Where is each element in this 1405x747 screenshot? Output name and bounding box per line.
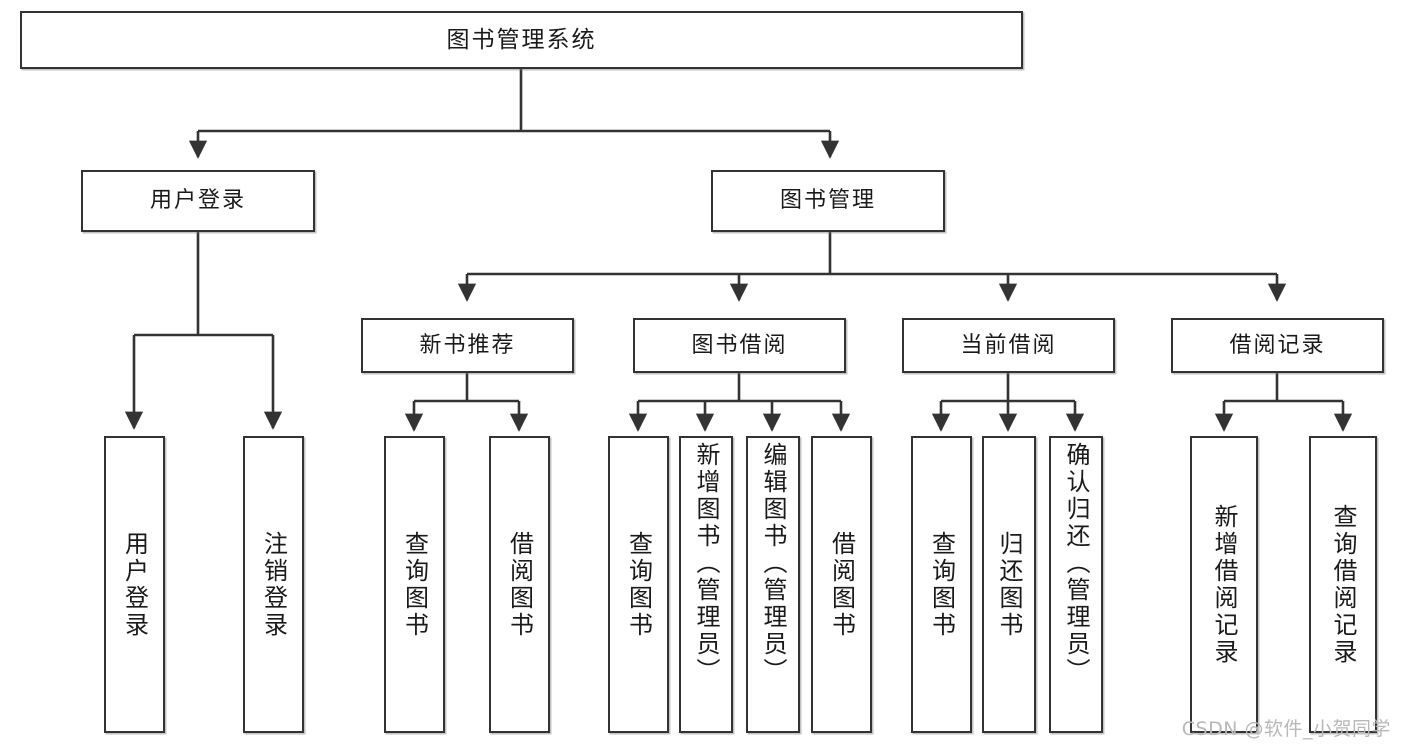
leaf-return-book-label: 归还图书 — [995, 530, 1023, 639]
leaf-user-logout-label: 注销登录 — [259, 530, 288, 639]
node-borrow-record-label: 借阅记录 — [1229, 332, 1326, 358]
node-new-book-recommend-label: 新书推荐 — [419, 332, 516, 358]
node-root[interactable]: 图书管理系统 — [20, 11, 1023, 69]
leaf-confirm-return-label: 确认归还（管理员） — [1062, 442, 1090, 685]
node-current-borrow[interactable]: 当前借阅 — [902, 318, 1115, 373]
leaf-query-book-2[interactable]: 查询图书 — [608, 436, 669, 733]
leaf-query-book-3-label: 查询图书 — [927, 530, 956, 639]
leaf-borrow-book-1-label: 借阅图书 — [505, 530, 534, 639]
leaf-return-book[interactable]: 归还图书 — [982, 436, 1036, 733]
leaf-user-logout[interactable]: 注销登录 — [243, 436, 304, 733]
leaf-add-record[interactable]: 新增借阅记录 — [1190, 436, 1258, 733]
node-borrow-record[interactable]: 借阅记录 — [1171, 318, 1384, 373]
node-book-borrow[interactable]: 图书借阅 — [633, 318, 846, 373]
leaf-confirm-return[interactable]: 确认归还（管理员） — [1049, 436, 1103, 733]
leaf-edit-book-label: 编辑图书（管理员） — [759, 442, 787, 685]
node-user-login[interactable]: 用户登录 — [81, 170, 315, 232]
leaf-borrow-book-1[interactable]: 借阅图书 — [489, 436, 550, 733]
leaf-add-book[interactable]: 新增图书（管理员） — [679, 436, 733, 733]
leaf-add-book-label: 新增图书（管理员） — [692, 442, 720, 685]
leaf-query-book-1-label: 查询图书 — [400, 530, 429, 639]
leaf-add-record-label: 新增借阅记录 — [1210, 503, 1238, 666]
leaf-query-book-2-label: 查询图书 — [624, 530, 653, 639]
node-current-borrow-label: 当前借阅 — [960, 332, 1057, 358]
leaf-query-record[interactable]: 查询借阅记录 — [1309, 436, 1377, 733]
node-root-label: 图书管理系统 — [446, 26, 597, 53]
node-new-book-recommend[interactable]: 新书推荐 — [361, 318, 574, 373]
node-book-borrow-label: 图书借阅 — [691, 332, 788, 358]
leaf-query-book-1[interactable]: 查询图书 — [384, 436, 445, 733]
node-book-manage-label: 图书管理 — [779, 188, 876, 213]
leaf-borrow-book-2[interactable]: 借阅图书 — [811, 436, 872, 733]
leaf-query-book-3[interactable]: 查询图书 — [911, 436, 972, 733]
leaf-query-record-label: 查询借阅记录 — [1329, 503, 1357, 666]
leaf-user-login-label: 用户登录 — [120, 530, 149, 639]
leaf-user-login[interactable]: 用户登录 — [104, 436, 165, 733]
leaf-edit-book[interactable]: 编辑图书（管理员） — [746, 436, 800, 733]
node-book-manage[interactable]: 图书管理 — [711, 170, 945, 232]
node-user-login-label: 用户登录 — [149, 188, 246, 213]
leaf-borrow-book-2-label: 借阅图书 — [827, 530, 856, 639]
